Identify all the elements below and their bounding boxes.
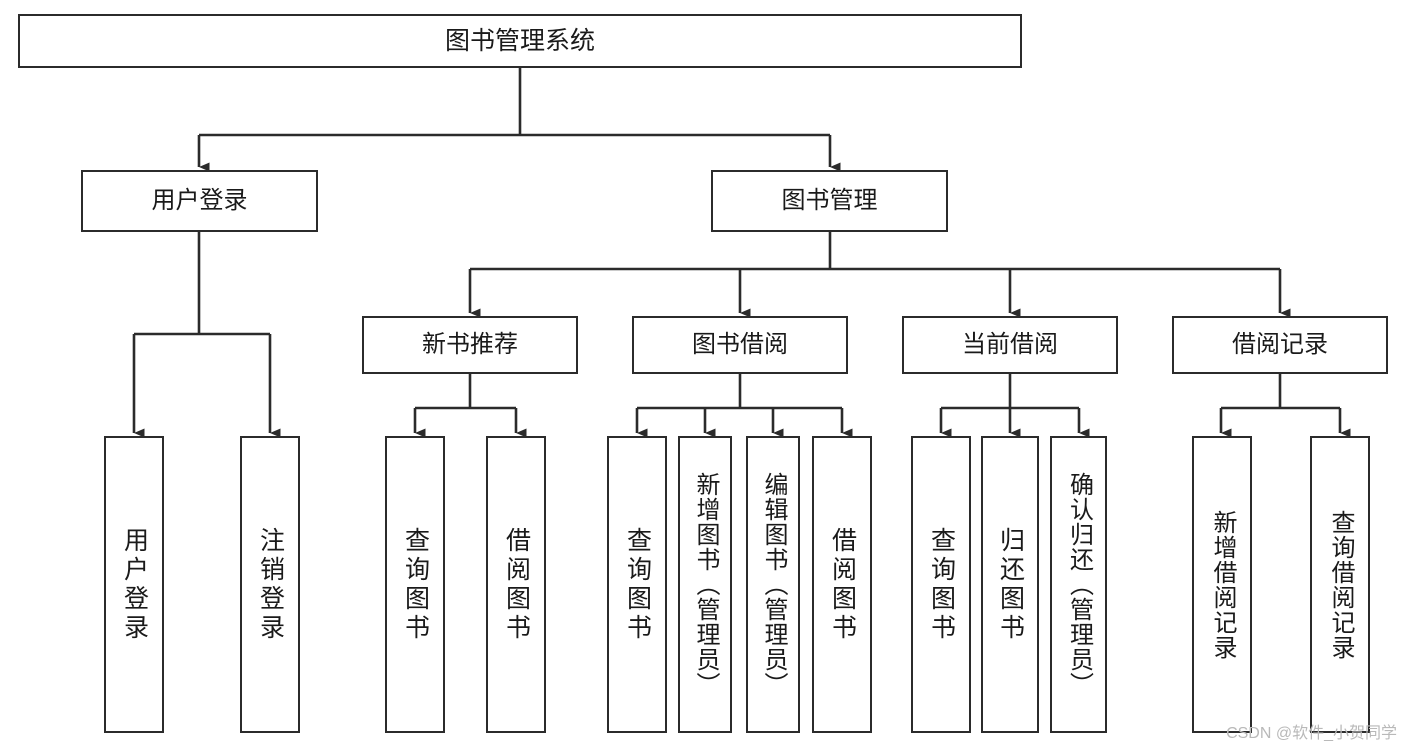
leaf-new-book-borrow-book[interactable]: 借阅图书 xyxy=(486,436,546,733)
node-label: 查询图书 xyxy=(623,526,652,643)
leaf-current-borrow-return-book[interactable]: 归还图书 xyxy=(981,436,1039,733)
node-label: 新书推荐 xyxy=(422,330,518,358)
leaf-book-borrow-borrow-book[interactable]: 借阅图书 xyxy=(812,436,872,733)
node-label: 图书借阅 xyxy=(692,330,788,358)
leaf-book-borrow-add-book-admin[interactable]: 新增图书（管理员） xyxy=(678,436,732,733)
node-label: 图书管理 xyxy=(781,186,878,214)
leaf-current-borrow-query-book[interactable]: 查询图书 xyxy=(911,436,971,733)
node-book-management[interactable]: 图书管理 xyxy=(711,170,948,232)
leaf-user-login-logout[interactable]: 注销登录 xyxy=(240,436,300,733)
node-label: 查询图书 xyxy=(401,526,430,643)
leaf-borrow-record-add-record[interactable]: 新增借阅记录 xyxy=(1192,436,1252,733)
node-label: 借阅图书 xyxy=(502,526,531,643)
leaf-book-borrow-query-book[interactable]: 查询图书 xyxy=(607,436,667,733)
node-user-login[interactable]: 用户登录 xyxy=(81,170,318,232)
node-label: 用户登录 xyxy=(151,186,248,214)
node-label: 借阅图书 xyxy=(828,526,857,643)
leaf-user-login-login[interactable]: 用户登录 xyxy=(104,436,164,733)
node-label: 归还图书 xyxy=(996,526,1025,643)
node-label: 确认归还（管理员） xyxy=(1065,472,1093,697)
node-label: 查询借阅记录 xyxy=(1327,509,1354,660)
node-root-book-management-system[interactable]: 图书管理系统 xyxy=(18,14,1022,68)
node-label: 查询图书 xyxy=(927,526,956,643)
node-current-borrow[interactable]: 当前借阅 xyxy=(902,316,1118,374)
node-label: 当前借阅 xyxy=(962,330,1058,358)
node-new-book-recommend[interactable]: 新书推荐 xyxy=(362,316,578,374)
leaf-current-borrow-confirm-return-admin[interactable]: 确认归还（管理员） xyxy=(1050,436,1107,733)
leaf-book-borrow-edit-book-admin[interactable]: 编辑图书（管理员） xyxy=(746,436,800,733)
node-book-borrow[interactable]: 图书借阅 xyxy=(632,316,848,374)
node-label: 用户登录 xyxy=(120,526,149,643)
leaf-new-book-query-book[interactable]: 查询图书 xyxy=(385,436,445,733)
node-label: 借阅记录 xyxy=(1232,330,1328,358)
csdn-watermark: CSDN @软件_小贺同学 xyxy=(1226,725,1397,742)
node-label: 图书管理系统 xyxy=(444,27,595,55)
leaf-borrow-record-query-record[interactable]: 查询借阅记录 xyxy=(1310,436,1370,733)
node-label: 新增借阅记录 xyxy=(1209,509,1236,660)
node-borrow-record[interactable]: 借阅记录 xyxy=(1172,316,1388,374)
node-label: 编辑图书（管理员） xyxy=(760,472,787,697)
node-label: 新增图书（管理员） xyxy=(692,472,719,697)
node-label: 注销登录 xyxy=(256,526,285,643)
